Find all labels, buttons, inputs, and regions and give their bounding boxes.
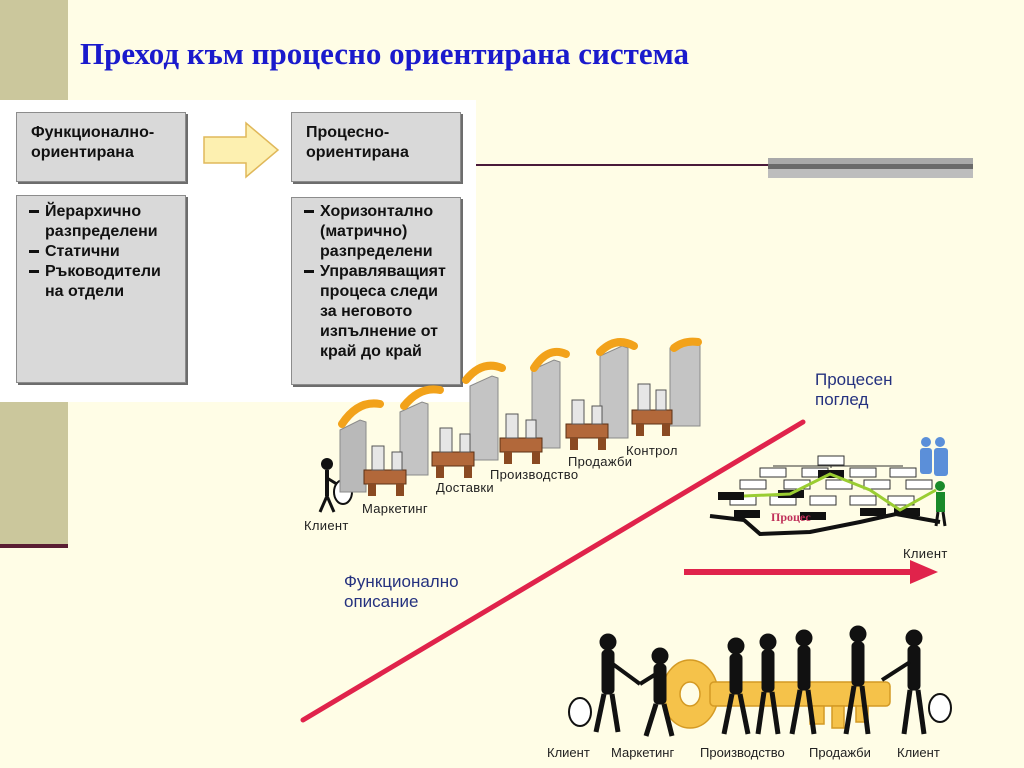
slide-title: Преход към процесно ориентирана система — [80, 36, 690, 71]
process-client-label: Клиент — [903, 546, 948, 561]
process-header: Процесно-ориентирана — [306, 124, 409, 161]
chain-label-control: Контрол — [626, 443, 678, 458]
team-key-illustration — [568, 625, 952, 737]
process-item: Хоризонтално (матрично) разпределени — [304, 201, 445, 262]
functional-item: Йерархично разпределени — [29, 201, 175, 242]
left-decor-line — [0, 544, 68, 548]
process-highlight-path — [743, 472, 937, 512]
functional-header-box: Функционално-ориентирана — [16, 112, 186, 182]
functional-chain-illustration — [318, 337, 702, 513]
org-chart-icon — [729, 455, 933, 506]
desk-icon — [363, 409, 673, 496]
paper-stack-icon — [371, 383, 667, 471]
chain-label-deliveries: Доставки — [436, 480, 494, 495]
bottom-label-production: Производство — [700, 745, 785, 760]
chain-label-sales: Продажби — [568, 454, 633, 469]
process-tag: Процес — [771, 510, 811, 524]
functional-header: Функционално-ориентирана — [31, 124, 155, 161]
process-flow-path — [709, 511, 941, 537]
chain-label-client: Клиент — [304, 518, 349, 533]
chain-label-marketing: Маркетинг — [362, 501, 428, 516]
title-rule-thick — [768, 158, 973, 178]
bottom-label-sales: Продажби — [809, 745, 871, 760]
process-network-diagram — [709, 455, 947, 537]
functional-item: Ръководители на отдели — [29, 261, 175, 302]
bottom-label-client-right: Клиент — [897, 745, 940, 760]
process-client-figure-icon — [934, 481, 947, 527]
process-header-box: Процесно-ориентирана — [291, 112, 461, 182]
process-direction-arrow — [684, 560, 938, 584]
process-item: Управляващият процеса следи за неговото … — [304, 261, 455, 362]
money-bag-icon — [568, 693, 952, 727]
functional-items-box: Йерархично разпределени Статични Ръковод… — [16, 195, 186, 383]
transition-arrow — [203, 121, 280, 179]
bottom-label-marketing: Маркетинг — [611, 745, 675, 760]
chain-label-production: Производство — [490, 467, 579, 482]
people-group-icon — [920, 437, 948, 476]
title-rule-thin — [476, 164, 776, 166]
process-items-box: Хоризонтално (матрично) разпределени Упр… — [291, 197, 461, 385]
functional-description-label: Функционално описание — [344, 572, 459, 611]
handoff-arrow-icon — [338, 337, 702, 428]
functional-item: Статични — [29, 241, 171, 262]
person-silhouette-icon — [593, 625, 927, 737]
bottom-label-client-left: Клиент — [547, 745, 590, 760]
process-view-label: Процесен поглед — [815, 370, 893, 409]
